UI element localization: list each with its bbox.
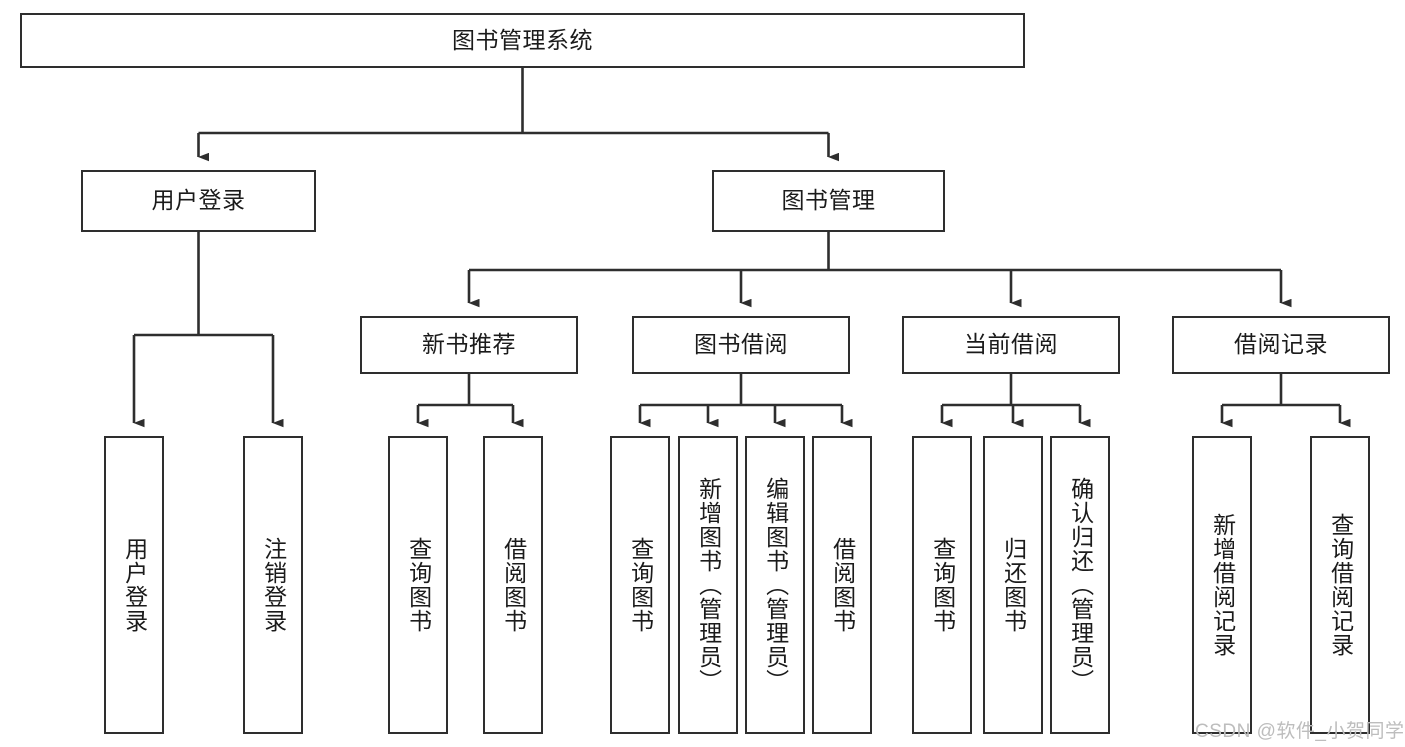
- leaf-node-label: 编辑图书（管理员）: [762, 477, 789, 693]
- level2-node-label: 图书管理: [781, 187, 876, 214]
- leaf-node-box[interactable]: 注销登录: [243, 436, 303, 734]
- leaf-node-box[interactable]: 新增借阅记录: [1192, 436, 1252, 734]
- level2-node-label: 用户登录: [151, 187, 246, 214]
- leaf-node-box[interactable]: 确认归还（管理员）: [1050, 436, 1110, 734]
- level3-node-label: 图书借阅: [694, 331, 788, 358]
- leaf-node-box[interactable]: 查询图书: [610, 436, 670, 734]
- leaf-node-label: 查询图书: [929, 537, 956, 633]
- level3-node-label: 当前借阅: [964, 331, 1058, 358]
- leaf-node-box[interactable]: 查询借阅记录: [1310, 436, 1370, 734]
- leaf-node-label: 借阅图书: [500, 537, 527, 633]
- leaf-node-label: 新增借阅记录: [1209, 513, 1236, 657]
- leaf-node-label: 用户登录: [121, 537, 148, 633]
- level3-node-box[interactable]: 借阅记录: [1172, 316, 1390, 374]
- leaf-node-label: 新增图书（管理员）: [695, 477, 722, 693]
- leaf-node-box[interactable]: 用户登录: [104, 436, 164, 734]
- level2-node-box[interactable]: 用户登录: [81, 170, 316, 232]
- leaf-node-box[interactable]: 借阅图书: [483, 436, 543, 734]
- leaf-node-label: 查询图书: [405, 537, 432, 633]
- leaf-node-label: 确认归还（管理员）: [1067, 477, 1094, 693]
- level2-node-box[interactable]: 图书管理: [712, 170, 945, 232]
- leaf-node-box[interactable]: 查询图书: [912, 436, 972, 734]
- level3-node-label: 借阅记录: [1234, 331, 1328, 358]
- leaf-node-label: 借阅图书: [829, 537, 856, 633]
- leaf-node-box[interactable]: 编辑图书（管理员）: [745, 436, 805, 734]
- leaf-node-box[interactable]: 新增图书（管理员）: [678, 436, 738, 734]
- leaf-node-box[interactable]: 查询图书: [388, 436, 448, 734]
- level3-node-box[interactable]: 当前借阅: [902, 316, 1120, 374]
- root-node-box[interactable]: 图书管理系统: [20, 13, 1025, 68]
- leaf-node-label: 归还图书: [1000, 537, 1027, 633]
- leaf-node-label: 注销登录: [260, 537, 287, 633]
- level3-node-label: 新书推荐: [422, 331, 516, 358]
- leaf-node-label: 查询图书: [627, 537, 654, 633]
- root-node-label: 图书管理系统: [452, 26, 593, 53]
- leaf-node-box[interactable]: 借阅图书: [812, 436, 872, 734]
- leaf-node-box[interactable]: 归还图书: [983, 436, 1043, 734]
- leaf-node-label: 查询借阅记录: [1327, 513, 1354, 657]
- level3-node-box[interactable]: 新书推荐: [360, 316, 578, 374]
- level3-node-box[interactable]: 图书借阅: [632, 316, 850, 374]
